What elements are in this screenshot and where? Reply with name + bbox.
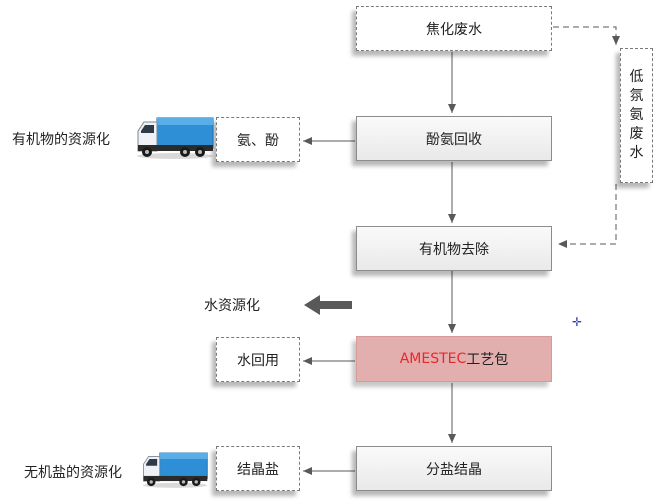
node-coking-wastewater-text: 焦化废水 <box>426 21 482 38</box>
node-water-reuse: 水回用 <box>216 337 300 382</box>
low-nitrogen-char-3: 氨 <box>629 107 644 123</box>
amestec-brand-text: AMESTEC <box>399 351 467 367</box>
low-nitrogen-char-1: 低 <box>629 69 644 85</box>
left-arrow-icon <box>304 295 352 315</box>
node-salt-separation-text: 分盐结晶 <box>426 461 482 478</box>
node-ammonia-phenol: 氨、酚 <box>216 117 300 162</box>
label-water-resource: 水资源化 <box>204 298 260 314</box>
crosshair-icon: ✛ <box>572 315 583 329</box>
node-water-reuse-text: 水回用 <box>237 352 279 369</box>
node-crystal-salt: 结晶盐 <box>216 446 300 491</box>
node-organics-removal-text: 有机物去除 <box>419 241 489 258</box>
label-organic-resource: 有机物的资源化 <box>12 132 110 148</box>
node-phenol-ammonia-recovery: 酚氨回收 <box>356 116 552 161</box>
label-inorganic-resource: 无机盐的资源化 <box>24 465 122 481</box>
low-nitrogen-char-2: 氛 <box>629 88 644 104</box>
node-coking-wastewater: 焦化废水 <box>356 6 552 51</box>
node-organics-removal: 有机物去除 <box>356 226 552 271</box>
dashed-bypass-bottom <box>558 184 617 248</box>
amestec-suffix-text: 工艺包 <box>466 352 509 368</box>
node-crystal-salt-text: 结晶盐 <box>237 461 279 478</box>
dashed-bypass-top <box>553 26 620 45</box>
truck-icon <box>137 117 214 159</box>
truck-icon <box>142 452 208 488</box>
node-salt-separation: 分盐结晶 <box>356 446 552 491</box>
node-phenol-ammonia-recovery-text: 酚氨回收 <box>426 131 482 148</box>
node-ammonia-phenol-text: 氨、酚 <box>237 132 279 149</box>
low-nitrogen-char-5: 水 <box>629 145 644 161</box>
node-low-nitrogen-wastewater: 低 氛 氨 废 水 <box>620 48 653 183</box>
low-nitrogen-char-4: 废 <box>629 126 644 142</box>
